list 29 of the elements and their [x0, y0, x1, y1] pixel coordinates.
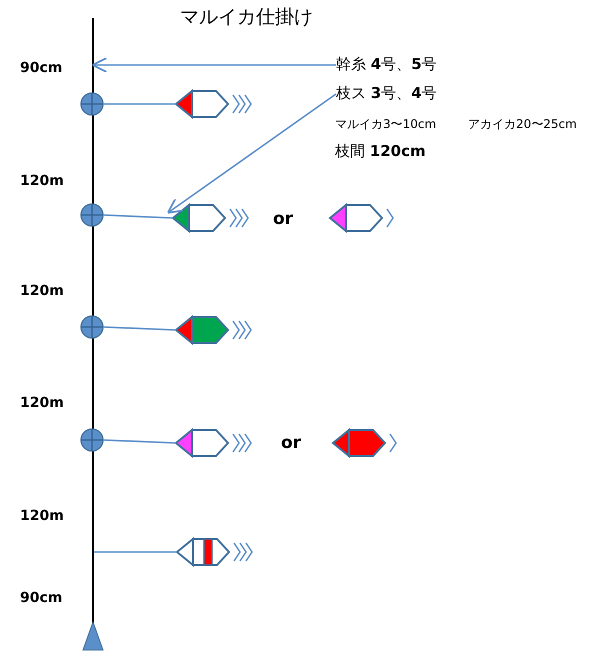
- or-label: or: [273, 209, 294, 229]
- squid-jig-drawing: [174, 314, 252, 346]
- squid-jig-drawing: [174, 428, 252, 458]
- squid-jig-drawing: [331, 428, 397, 458]
- length-label: 120m: [20, 173, 64, 189]
- callout-text: 幹糸 4号、5号: [336, 55, 437, 74]
- length-label: 120m: [20, 283, 64, 299]
- squid-jig-drawing: [328, 202, 394, 234]
- note-text: アカイカ20〜25cm: [468, 116, 577, 133]
- squid-jig-drawing: [171, 202, 249, 234]
- main-line-drawing: [82, 18, 104, 650]
- branch-line: [102, 326, 176, 331]
- squid-jig-drawing: [175, 536, 253, 568]
- branch-line: [94, 551, 177, 553]
- branch-line: [102, 439, 176, 444]
- or-label: or: [281, 433, 302, 453]
- leader-arrow: [166, 93, 336, 214]
- callout-text: 枝ス 3号、4号: [336, 84, 437, 103]
- branch-line: [102, 214, 174, 219]
- leader-arrow: [92, 57, 336, 73]
- branch-line: [103, 103, 176, 105]
- note-text: 枝間 120cm: [335, 142, 426, 161]
- length-label: 90cm: [20, 60, 62, 76]
- diagram-title: マルイカ仕掛け: [180, 5, 313, 30]
- length-label: 90cm: [20, 590, 62, 606]
- note-text: マルイカ3〜10cm: [335, 116, 436, 133]
- squid-jig-drawing: [174, 88, 252, 120]
- length-label: 120m: [20, 395, 64, 411]
- length-label: 120m: [20, 508, 64, 524]
